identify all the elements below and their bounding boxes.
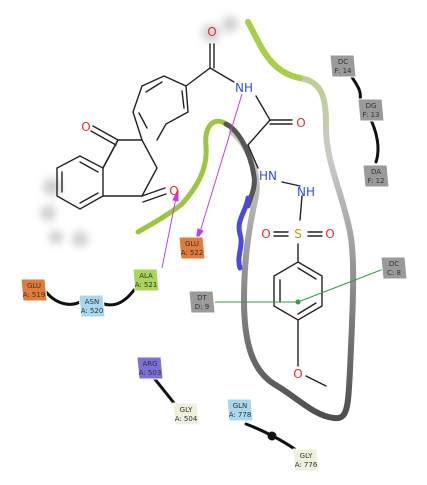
residue-chain: A: 504 [175, 415, 198, 423]
residue-gln-a778[interactable]: GLN A: 778 [226, 398, 254, 422]
residue-chain: F: 12 [368, 177, 385, 185]
atom-nh-amide: NH [235, 81, 253, 95]
residue-discs: DC F: 14 DG F: 13 DA F: 12 DC C: 8 DT D:… [20, 54, 408, 472]
residue-name: GLU [27, 282, 41, 290]
pi-stacking [215, 267, 387, 305]
hydrogen-bonds [161, 93, 243, 269]
residue-dc-f14[interactable]: DC F: 14 [329, 54, 357, 78]
pi-center-phenyl [295, 299, 301, 305]
residue-chain: F: 13 [363, 111, 380, 119]
ligand-bonds [56, 43, 327, 387]
residue-chain: A: 521 [135, 281, 158, 289]
residue-dc-c8[interactable]: DC C: 8 [380, 256, 408, 280]
residue-arg-a503[interactable]: ARG A: 503 [136, 356, 164, 380]
residue-chain: A: 519 [23, 291, 46, 299]
atom-nh-hydrazide: NH [297, 185, 315, 199]
residue-chain: A: 520 [81, 307, 104, 315]
residue-glu-a519[interactable]: GLU A: 519 [20, 278, 48, 302]
atom-labels: O NH O O O HN NH S O O O [81, 25, 334, 381]
pocket-outline-green-upper [245, 19, 303, 81]
residue-chain: F: 14 [335, 67, 353, 75]
residue-name: ARG [142, 360, 157, 368]
pocket-outline-main [229, 19, 357, 422]
residue-chain: A: 776 [295, 461, 318, 469]
hbond-arrow-ala521 [172, 189, 179, 202]
residue-name: ASN [85, 298, 99, 306]
residue-name: DC [389, 260, 399, 268]
atom-s: S [294, 227, 302, 241]
atom-o-s-right: O [325, 227, 334, 241]
atom-o-methoxy: O [293, 367, 302, 381]
binding-pocket-contour [135, 19, 357, 422]
atom-o-keto-bottom: O [169, 184, 178, 198]
residue-chain: A: 503 [139, 369, 162, 377]
pocket-outline-dark-left [223, 121, 257, 209]
atom-o-s-left: O [261, 227, 270, 241]
residue-dt-d9[interactable]: DT D: 9 [188, 290, 216, 314]
atom-o-amide: O [207, 25, 216, 39]
residue-name: ALA [139, 272, 153, 280]
residue-name: GLY [300, 452, 313, 460]
residue-chain: A: 778 [229, 411, 252, 419]
residue-chain: C: 8 [387, 269, 401, 277]
residue-name: GLU [185, 240, 199, 248]
residue-chain: D: 9 [195, 303, 209, 311]
residue-name: DT [197, 294, 207, 302]
residue-name: GLN [233, 402, 248, 410]
residue-gly-a776[interactable]: GLY A: 776 [292, 448, 320, 472]
pocket-outline-green-left [135, 118, 229, 235]
residue-chain: A: 522 [181, 249, 204, 257]
atom-o-alpha: O [296, 116, 305, 130]
residue-name: DG [366, 102, 377, 110]
residue-name: GLY [180, 406, 193, 414]
pocket-outline-blue [236, 195, 251, 271]
residue-name: DC [338, 58, 348, 66]
residue-glu-a522[interactable]: GLU A: 522 [178, 236, 206, 260]
residue-ala-a521[interactable]: ALA A: 521 [132, 268, 160, 292]
residue-da-f12[interactable]: DA F: 12 [362, 164, 390, 188]
atom-o-keto-top: O [81, 120, 90, 134]
residue-asn-a520[interactable]: ASN A: 520 [78, 294, 106, 318]
residue-name: DA [371, 168, 381, 176]
residue-gly-a504[interactable]: GLY A: 504 [172, 402, 200, 426]
residue-dg-f13[interactable]: DG F: 13 [357, 98, 385, 122]
atom-hn-hydrazide: HN [259, 169, 277, 183]
